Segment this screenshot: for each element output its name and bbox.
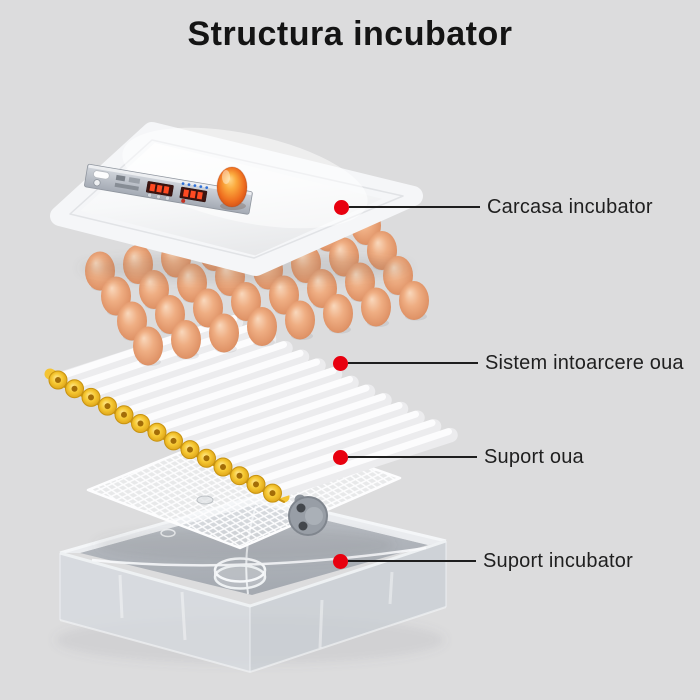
control-panel [84, 163, 253, 215]
lid-flange-step [69, 139, 404, 259]
roller-tube-highlight [171, 375, 353, 441]
callout-label: Carcasa incubator [487, 195, 653, 218]
gear-hub [88, 394, 94, 401]
motor-hole-bottom [298, 521, 308, 531]
panel-indicator-dot [205, 186, 209, 190]
panel-button [165, 195, 170, 201]
callout-carcasa-incubator: Carcasa incubator [334, 196, 653, 218]
roller-tube-highlight [105, 341, 287, 407]
egg [171, 320, 201, 359]
led-digit [182, 189, 190, 198]
motor-hole-top [296, 503, 306, 513]
turning-motor [288, 494, 328, 536]
base-corner-edges [59, 541, 447, 672]
panel-icon-2 [128, 177, 141, 184]
egg [399, 281, 429, 320]
egg [285, 300, 315, 340]
callout-label: Sistem intoarcere oua [485, 351, 684, 374]
gear-hub [104, 403, 111, 410]
roller-tube-highlight [221, 402, 403, 467]
gear-hub [236, 472, 243, 479]
egg [323, 294, 353, 333]
gear-hub [170, 437, 177, 444]
candled-egg-specular [222, 170, 230, 184]
roller-tube-highlight [138, 358, 320, 424]
mesh-hole [196, 495, 214, 505]
incubator-lid [50, 122, 423, 282]
panel-top-highlight [88, 164, 252, 196]
panel-button [147, 192, 152, 198]
gear-hub [220, 464, 226, 470]
gear-hub [121, 411, 127, 418]
egg [133, 326, 163, 366]
callout-suport-oua: Suport oua [333, 446, 584, 468]
egg [361, 287, 391, 327]
panel-indicator-dot [199, 185, 203, 189]
base-wall-highlights [118, 571, 394, 649]
callout-label: Suport oua [484, 445, 584, 468]
callout-marker-dot [334, 199, 349, 215]
panel-indicator-dot [187, 183, 191, 187]
gear-hub [154, 429, 160, 436]
candled-egg [216, 166, 248, 208]
gear-hub [253, 481, 259, 488]
callout-marker-dot [333, 355, 348, 371]
callout-line [349, 205, 480, 209]
panel-icon-1 [115, 174, 126, 182]
roller-tube-highlight [89, 332, 271, 398]
roller-tube-highlight [270, 428, 452, 494]
roller-tube-highlight [155, 367, 337, 433]
panel-button [156, 194, 161, 200]
gear-hub [187, 446, 193, 453]
led-digit [189, 190, 196, 199]
gear-hub [71, 385, 78, 392]
base-ring-sides [214, 570, 266, 577]
base-rib-horizontal [91, 546, 427, 567]
gear-hub [137, 420, 144, 427]
gear-hub [203, 455, 210, 462]
roller-tube-highlight [188, 384, 370, 450]
panel-indicator-dot [181, 182, 185, 186]
callout-line [348, 455, 477, 459]
roller-tube-highlight [204, 393, 386, 459]
panel-dial [93, 179, 101, 187]
callout-suport-incubator: Suport incubator [333, 550, 633, 572]
gear-hub [269, 490, 276, 497]
panel-button-red [181, 198, 186, 203]
led-digit [156, 184, 163, 193]
led-digit [196, 191, 203, 200]
gear-hub [55, 377, 61, 383]
motor-gear-face [305, 507, 323, 525]
panel-indicator-dot [193, 184, 197, 188]
incubator-base [55, 494, 447, 674]
callout-line [348, 559, 476, 563]
roller-tube-highlight [237, 410, 419, 476]
panel-icon-3 [114, 182, 139, 191]
base-left-wall [60, 553, 250, 672]
callout-sistem-intoarcere: Sistem intoarcere oua [333, 352, 684, 374]
callout-marker-dot [333, 449, 348, 465]
egg [247, 307, 277, 346]
led-digit [163, 186, 170, 194]
page-title: Structura incubator [187, 15, 513, 53]
egg [209, 313, 239, 353]
callout-line [348, 361, 478, 365]
roller-tube-highlight [122, 349, 304, 415]
callout-label: Suport incubator [483, 549, 633, 572]
panel-slot [93, 170, 110, 180]
led-digit [149, 183, 156, 192]
callout-marker-dot [333, 553, 348, 569]
base-right-wall [250, 541, 446, 672]
